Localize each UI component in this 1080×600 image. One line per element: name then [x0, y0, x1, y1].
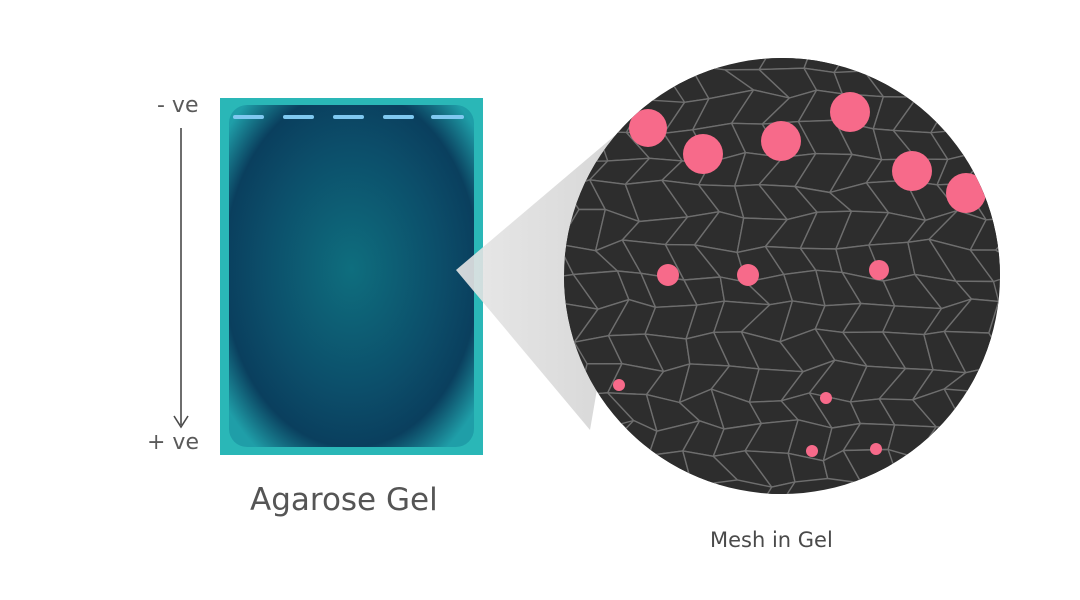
mesh-cells: [564, 58, 1000, 494]
migration-arrow: [173, 128, 189, 429]
mesh-cell: [803, 58, 857, 74]
mesh-cell: [969, 249, 1000, 283]
particle: [870, 443, 882, 455]
particle: [737, 264, 759, 286]
particle: [820, 392, 832, 404]
mesh-caption: Mesh in Gel: [710, 528, 833, 552]
particle: [806, 445, 818, 457]
gel-body: [229, 105, 474, 447]
particle: [629, 109, 667, 147]
particle: [683, 134, 723, 174]
negative-electrode-label: - ve: [157, 93, 199, 118]
particle: [830, 92, 870, 132]
particle: [892, 151, 932, 191]
positive-electrode-label: + ve: [147, 430, 199, 455]
particle: [657, 264, 679, 286]
agarose-gel: [220, 98, 483, 455]
particle: [613, 379, 625, 391]
mesh-circle: [564, 58, 1000, 494]
particle: [761, 121, 801, 161]
gel-caption: Agarose Gel: [250, 482, 438, 518]
particle: [869, 260, 889, 280]
mesh-cell: [751, 481, 796, 494]
mesh-particles: [613, 92, 986, 457]
particle: [946, 173, 986, 213]
